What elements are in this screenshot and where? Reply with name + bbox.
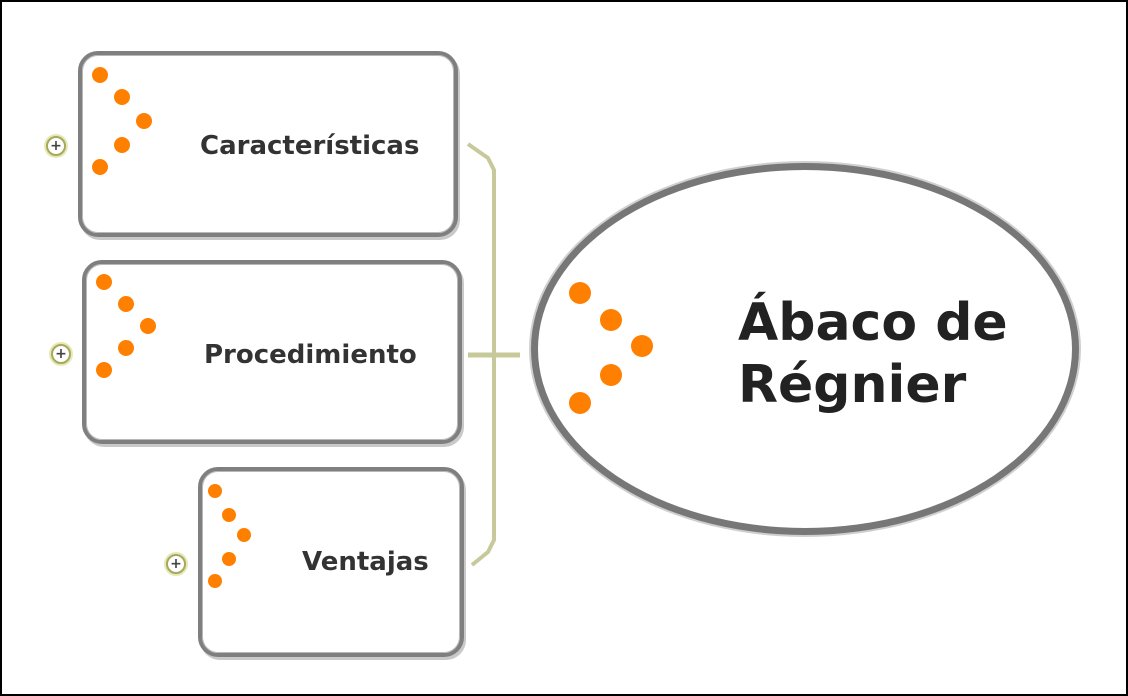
expand-plus-icon[interactable]: + xyxy=(166,554,186,574)
subtopic-node-caracteristicas[interactable]: Características xyxy=(78,51,458,237)
orange-dots-chevron-icon xyxy=(96,274,156,378)
subtopic-label: Ventajas xyxy=(302,547,429,577)
central-topic-title: Ábaco de Régnier xyxy=(738,292,1008,416)
orange-dots-chevron-icon xyxy=(92,67,152,175)
central-topic-line-1: Ábaco de xyxy=(738,293,1008,353)
expand-plus-icon[interactable]: + xyxy=(46,136,66,156)
subtopic-node-procedimiento[interactable]: Procedimiento xyxy=(82,260,462,444)
subtopic-label: Características xyxy=(200,131,420,161)
central-topic-node[interactable] xyxy=(531,163,1079,535)
orange-dots-chevron-icon xyxy=(208,484,251,588)
central-topic-line-2: Régnier xyxy=(738,355,967,415)
subtopic-node-ventajas[interactable]: Ventajas xyxy=(198,467,464,657)
subtopic-label: Procedimiento xyxy=(204,340,417,370)
expand-plus-icon[interactable]: + xyxy=(51,344,71,364)
